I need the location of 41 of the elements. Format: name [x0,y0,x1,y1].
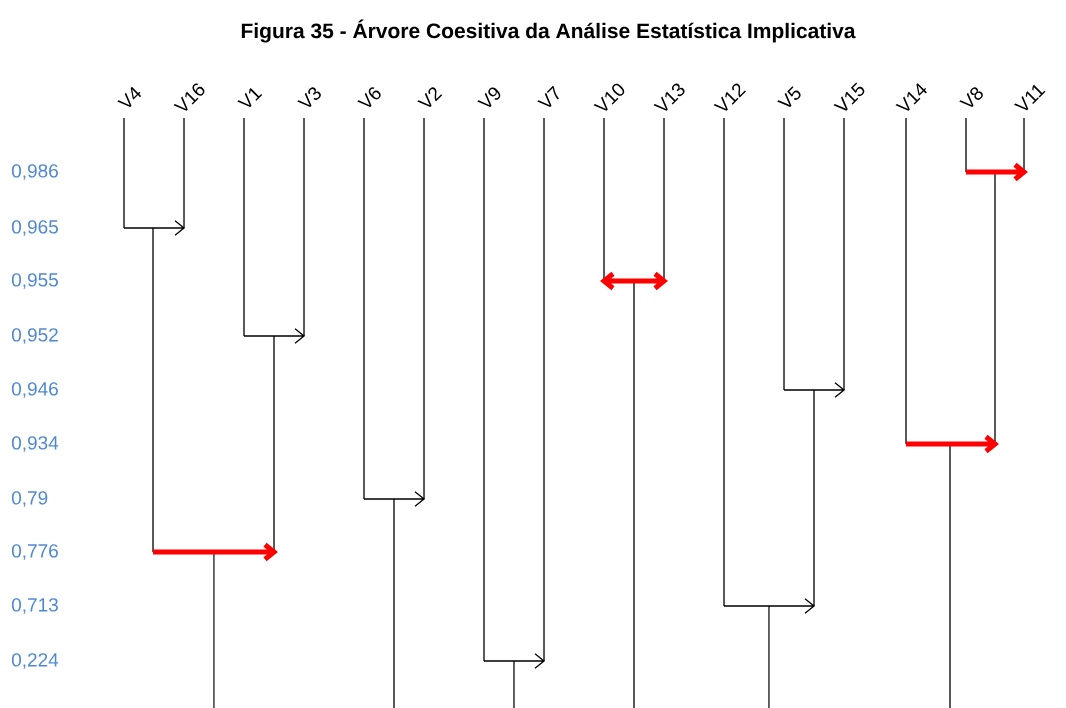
variable-label: V11 [1014,84,1046,111]
variable-label: V1 [237,88,263,107]
variable-label: V10 [593,83,625,111]
axis-value: 0,965 [11,220,58,236]
variable-label: V7 [537,85,559,107]
trunk-line [994,172,996,444]
axis-value: 0,224 [11,653,59,669]
arrow [903,434,999,454]
trunk-line [273,336,275,552]
axis-value: 0,946 [11,382,58,398]
arrow [963,162,1028,182]
axis-value: 0,776 [11,544,58,560]
variable-label: V8 [959,87,983,107]
arrow [123,220,186,236]
arrow [723,598,816,614]
arrow [243,328,306,344]
variable-label: V12 [713,83,746,111]
axis-value: 0,934 [11,436,59,452]
variable-label: V15 [833,82,865,111]
arrow [150,542,278,562]
variable-label: V4 [117,86,142,107]
title: Figura 35 - Árvore Coesitiva da Análise Estatística Implicativa [241,19,856,43]
axis-value: 0,79 [11,491,48,507]
variable-label: V2 [417,87,443,108]
variable-label: V5 [777,86,801,107]
axis-value: 0,952 [11,328,58,344]
variable-label: V14 [895,83,927,111]
variable-label: V3 [297,87,321,107]
variable-label: V13 [653,83,685,111]
trunk-line [813,390,815,606]
arrow [363,491,426,507]
axis-value: 0,955 [11,273,58,289]
trunk-line [152,228,154,552]
axis-value: 0,713 [11,598,58,614]
axis-value: 0,986 [11,164,58,180]
variable-label: V9 [477,87,501,107]
arrow [783,382,846,398]
arrow [483,653,546,669]
variable-label: V16 [173,83,205,111]
arrow [600,271,668,291]
variable-label: V6 [357,87,381,107]
